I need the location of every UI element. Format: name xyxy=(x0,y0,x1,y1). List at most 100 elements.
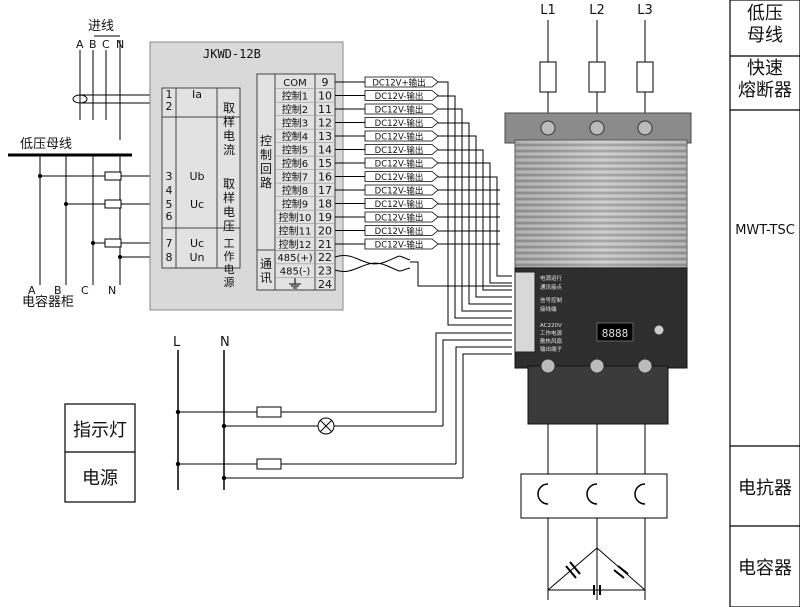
fuse-indicator xyxy=(256,406,282,418)
panel-label: 输出端子 xyxy=(540,345,563,353)
comm-label: 485(+) xyxy=(277,253,312,264)
output-tag xyxy=(364,144,439,155)
ground-icon xyxy=(289,278,301,289)
svg-text:压: 压 xyxy=(223,219,235,233)
fuse-power-supply xyxy=(256,458,282,470)
svg-text:熔断器: 熔断器 xyxy=(738,80,792,101)
incoming-label: 进线 xyxy=(88,19,114,34)
terminal-number: 2 xyxy=(166,100,173,113)
svg-text:电: 电 xyxy=(224,263,235,276)
reactor-coil-2 xyxy=(586,483,598,505)
terminal-label: Ia xyxy=(192,88,202,101)
control-terminal-number: 12 xyxy=(318,117,332,130)
output-tag xyxy=(364,238,439,250)
panel-label: AC220V xyxy=(540,323,562,329)
legend-item-bus: 低压母线 xyxy=(747,3,783,46)
group-comm-text: 通讯 xyxy=(260,257,272,285)
terminal-number: 1 xyxy=(166,88,173,101)
output-tag xyxy=(364,130,439,142)
supply-l-label: L xyxy=(173,335,181,350)
phase-bottom-label: N xyxy=(108,284,116,297)
output-tag xyxy=(364,198,439,209)
control-terminal-number: 15 xyxy=(318,157,332,170)
control-label: 控制10 xyxy=(279,211,312,224)
output-tag xyxy=(364,157,439,169)
digital-display xyxy=(596,322,634,342)
control-label: 控制2 xyxy=(282,103,308,116)
supply-section: L N 指示灯 电源 xyxy=(64,332,512,503)
output-tag-text: DC12V-输出 xyxy=(375,145,424,156)
mains-phase-label: L3 xyxy=(637,3,653,18)
terminal-number: 5 xyxy=(166,198,173,211)
output-tag-text: DC12V-输出 xyxy=(375,199,424,210)
svg-text:回: 回 xyxy=(260,162,272,176)
svg-text:8888: 8888 xyxy=(602,327,629,340)
fuse-uc xyxy=(104,199,122,209)
control-label: COM xyxy=(283,78,306,89)
svg-text:取: 取 xyxy=(223,101,235,115)
mains-phase-label: L1 xyxy=(540,3,556,18)
svg-text:电: 电 xyxy=(223,129,235,143)
module-panel xyxy=(514,267,688,369)
control-terminal-number: 20 xyxy=(318,225,332,238)
output-tag-text: DC12V+输出 xyxy=(372,78,425,89)
control-label: 控制3 xyxy=(282,117,308,130)
terminal-label: Ub xyxy=(189,170,204,183)
svg-text:通: 通 xyxy=(260,257,272,271)
control-label: 控制12 xyxy=(279,238,312,251)
control-terminal-number: 14 xyxy=(318,144,332,157)
terminal-label: Un xyxy=(189,251,204,264)
control-terminal-number: 19 xyxy=(318,211,332,224)
output-tag xyxy=(364,211,439,223)
phase-bottom-label: A xyxy=(28,284,36,297)
terminal-label: Uc xyxy=(190,237,204,250)
power-label: 电源 xyxy=(82,468,118,489)
fast-fuse-l2 xyxy=(588,61,606,93)
panel-label: 接线端 xyxy=(540,305,557,313)
reactor-section xyxy=(520,473,668,519)
output-tag-text: DC12V-输出 xyxy=(375,240,424,251)
control-terminal-number: 10 xyxy=(318,90,332,103)
control-label: 控制6 xyxy=(282,157,308,170)
output-tag xyxy=(364,171,439,182)
svg-text:取: 取 xyxy=(223,177,235,191)
terminal-number: 3 xyxy=(166,170,173,183)
capacitor-delta xyxy=(547,518,646,595)
control-terminal-number: 9 xyxy=(322,76,329,89)
terminal-number: 6 xyxy=(166,210,173,223)
output-tag xyxy=(364,76,439,88)
phase-top-label: B xyxy=(89,38,97,51)
supply-n-label: N xyxy=(220,335,230,350)
indicator-lamp-icon xyxy=(317,417,335,435)
reactor-coil-1 xyxy=(537,483,549,505)
control-terminal-number: 16 xyxy=(318,171,332,184)
svg-text:流: 流 xyxy=(223,143,235,157)
group-power: 工作电源 xyxy=(224,237,235,289)
panel-label: 散热风扇 xyxy=(540,337,562,345)
control-terminal-number: 11 xyxy=(318,103,332,116)
svg-text:母线: 母线 xyxy=(747,25,783,46)
phase-top-label: C xyxy=(102,38,110,51)
indicator-lamp-label: 指示灯 xyxy=(73,420,127,441)
output-tag-text: DC12V-输出 xyxy=(375,105,424,116)
output-tag-text: DC12V-输出 xyxy=(375,159,424,170)
output-tag-text: DC12V-输出 xyxy=(375,91,424,102)
svg-text:快速: 快速 xyxy=(747,58,783,79)
control-terminal-number: 17 xyxy=(318,184,332,197)
phase-bottom-label: B xyxy=(54,284,62,297)
svg-text:低压: 低压 xyxy=(747,3,783,24)
control-label: 控制8 xyxy=(282,184,308,197)
output-tag xyxy=(364,103,439,115)
group-power-text: 工作电源 xyxy=(224,237,235,289)
control-label: 控制9 xyxy=(282,198,308,211)
comm-terminal-number: 24 xyxy=(318,278,332,291)
mains-phase-label: L2 xyxy=(589,3,605,18)
bus-label: 低压母线 xyxy=(20,137,72,152)
output-tag xyxy=(364,117,439,128)
control-terminal-number: 13 xyxy=(318,130,332,143)
